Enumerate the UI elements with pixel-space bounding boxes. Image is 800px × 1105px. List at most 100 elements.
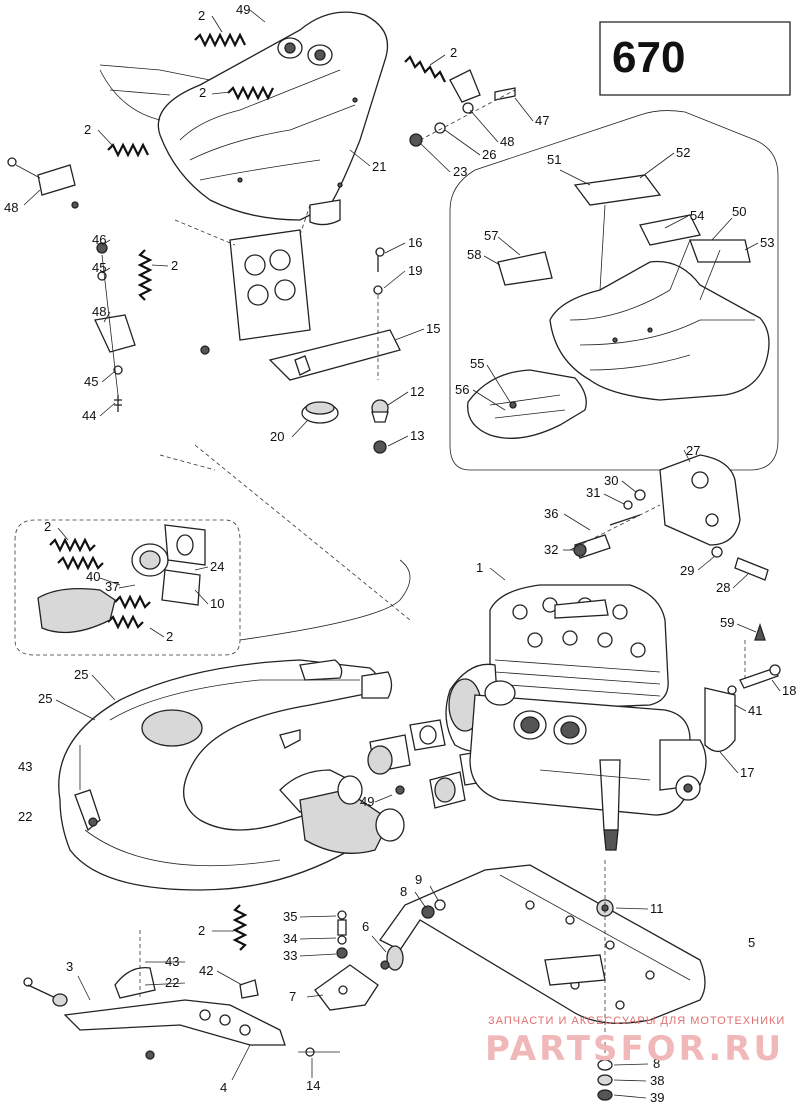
callout-label: 18 [782, 683, 796, 698]
callout-label: 41 [748, 703, 762, 718]
callout-label: 10 [210, 596, 224, 611]
callout-label: 32 [544, 542, 558, 557]
callout-label: 19 [408, 263, 422, 278]
callout-label: 49 [236, 2, 250, 17]
callout-label: 34 [283, 931, 297, 946]
spring-top-right [404, 55, 446, 83]
callout-label: 53 [760, 235, 774, 250]
callout-label: 2 [166, 629, 173, 644]
callout-label: 2 [199, 85, 206, 100]
callout-label: 23 [453, 164, 467, 179]
callout-label: 45 [84, 374, 98, 389]
callout-label: 8 [400, 884, 407, 899]
callout-label: 52 [676, 145, 690, 160]
bracket-48-left [7, 157, 79, 209]
callout-label: 14 [306, 1078, 320, 1093]
callout-label: 6 [362, 919, 369, 934]
callout-label: 58 [467, 247, 481, 262]
spring-mid-vert [137, 249, 153, 301]
enclosure-detail-box [449, 110, 779, 471]
callout-label: 7 [289, 989, 296, 1004]
callout-label: 2 [171, 258, 178, 273]
callout-label: 59 [720, 615, 734, 630]
stud-nuts-left [94, 242, 136, 412]
spring-left [107, 142, 149, 158]
callout-label: 43 [165, 954, 179, 969]
callout-labels: 2 49 2 2 47 48 2 26 23 21 48 51 52 54 50… [4, 2, 796, 1105]
callout-label: 22 [18, 809, 32, 824]
callout-label: 30 [604, 473, 618, 488]
callout-label: 21 [372, 159, 386, 174]
callout-label: 28 [716, 580, 730, 595]
callout-label: 2 [198, 923, 205, 938]
air-intake-silencer [99, 11, 389, 226]
watermark: ЗАПЧАСТИ И АКСЕССУАРЫ ДЛЯ МОТОТЕХНИКИ PA… [485, 1015, 785, 1069]
engine-mount-bracket-27 [569, 454, 769, 581]
model-number-box: 670 [599, 21, 791, 96]
mount-bracket-7 [314, 910, 379, 1011]
callout-label: 50 [732, 204, 746, 219]
callout-label: 40 [86, 569, 100, 584]
hardware-9-8-6 [380, 899, 446, 971]
callout-label: 29 [680, 563, 694, 578]
callout-label: 2 [44, 519, 51, 534]
callout-label: 2 [198, 8, 205, 23]
callout-label: 44 [82, 408, 96, 423]
callout-label: 2 [450, 45, 457, 60]
callout-label: 26 [482, 147, 496, 162]
support-plate-15 [200, 247, 401, 381]
callout-label: 48 [4, 200, 18, 215]
callout-label: 33 [283, 948, 297, 963]
callout-label: 35 [283, 909, 297, 924]
callout-label: 39 [650, 1090, 664, 1105]
callout-label: 46 [92, 232, 106, 247]
engine-bed-rail-5 [379, 864, 706, 1024]
callout-label: 11 [650, 901, 664, 916]
callout-label: 54 [690, 208, 704, 223]
direction-arrow-2 [194, 444, 411, 621]
callout-label: 57 [484, 228, 498, 243]
watermark-text: ЗАПЧАСТИ И АКСЕССУАРЫ ДЛЯ МОТОТЕХНИКИ [488, 1015, 785, 1027]
callout-label: 13 [410, 428, 424, 443]
spring-top-left [194, 32, 246, 48]
callout-label: 38 [650, 1073, 664, 1088]
hardware-47-48-26-23 [409, 69, 516, 147]
callout-label: 16 [408, 235, 422, 250]
model-number: 670 [612, 33, 685, 82]
callout-label: 25 [38, 691, 52, 706]
leader-lines [23, 9, 781, 1099]
callout-label: 55 [470, 356, 484, 371]
callout-label: 43 [18, 759, 32, 774]
callout-label: 3 [66, 959, 73, 974]
hardware-59-18-41-17 [704, 622, 781, 752]
callout-label: 36 [544, 506, 558, 521]
callout-label: 48 [92, 304, 106, 319]
rubber-mount-12-13-20 [301, 399, 389, 454]
callout-label: 45 [92, 260, 106, 275]
callout-label: 49 [360, 794, 374, 809]
callout-label: 9 [415, 872, 422, 887]
callout-label: 47 [535, 113, 549, 128]
callout-label: 25 [74, 667, 88, 682]
coupler-detail-box [14, 519, 241, 656]
callout-label: 42 [199, 963, 213, 978]
callout-label: 5 [748, 935, 755, 950]
spring-top-mid [227, 85, 274, 101]
bracket-upper-plate [174, 204, 311, 341]
callout-label: 51 [547, 152, 561, 167]
callout-label: 4 [220, 1080, 227, 1095]
callout-label: 20 [270, 429, 284, 444]
callout-label: 2 [84, 122, 91, 137]
exhaust-pipe-25 [58, 659, 405, 891]
callout-label: 17 [740, 765, 754, 780]
direction-arrow-1 [159, 454, 216, 471]
lower-bracket-4 [23, 904, 340, 1060]
callout-label: 24 [210, 559, 224, 574]
callout-label: 22 [165, 975, 179, 990]
callout-label: 31 [586, 485, 600, 500]
callout-label: 15 [426, 321, 440, 336]
engine-assembly [445, 584, 707, 851]
callout-label: 12 [410, 384, 424, 399]
